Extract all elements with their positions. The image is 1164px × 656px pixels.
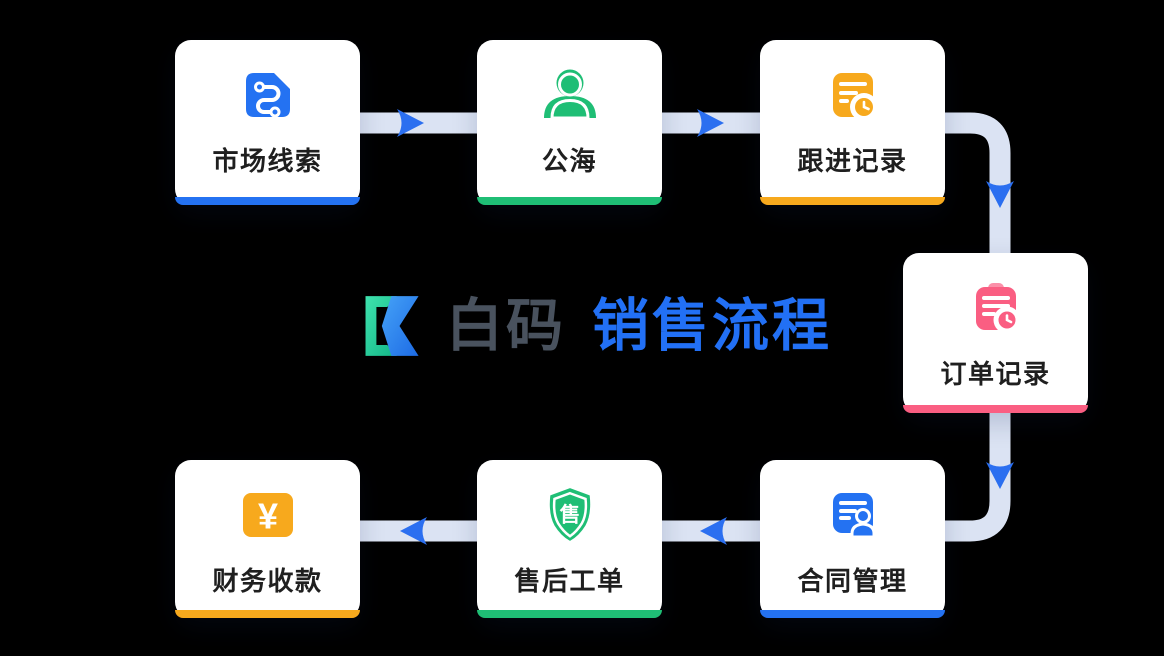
node-contract-mgmt[interactable]: 合同管理 <box>760 460 945 618</box>
accent-strip <box>175 197 360 205</box>
node-after-sales[interactable]: 售 售后工单 <box>477 460 662 618</box>
yuan-glyph: ¥ <box>257 496 277 537</box>
logo: 白码 销售流程 <box>356 288 832 364</box>
node-label: 公海 <box>541 146 597 176</box>
arrow-down-icon <box>986 462 1014 489</box>
accent-strip <box>175 610 360 618</box>
accent-strip <box>477 197 662 205</box>
logo-bracket-shape <box>365 296 397 356</box>
node-label: 财务收款 <box>212 566 323 596</box>
arrow-right-icon <box>397 109 424 137</box>
accent-strip <box>760 610 945 618</box>
brand-name: 白码 <box>446 293 566 358</box>
node-label: 市场线索 <box>212 146 323 176</box>
node-market-leads[interactable]: 市场线索 <box>175 40 360 205</box>
node-finance[interactable]: ¥ 财务收款 <box>175 460 360 618</box>
node-label: 售后工单 <box>514 566 625 596</box>
accent-strip <box>760 197 945 205</box>
arrowheads <box>397 109 1014 545</box>
shield-char: 售 <box>559 503 580 527</box>
arrow-down-icon <box>986 181 1014 208</box>
arrow-left-icon <box>700 517 727 545</box>
clipboard-clock-icon <box>968 279 1024 337</box>
route-file-icon <box>240 66 296 124</box>
yuan-icon: ¥ <box>240 486 296 544</box>
node-label: 订单记录 <box>940 359 1051 389</box>
users-icon <box>539 66 601 124</box>
doc-clock-icon <box>825 66 881 124</box>
doc-stamp-icon <box>825 486 881 544</box>
node-order-records[interactable]: 订单记录 <box>903 253 1088 413</box>
node-label: 跟进记录 <box>797 146 908 176</box>
arrow-left-icon <box>400 517 427 545</box>
shield-icon: 售 <box>541 486 599 544</box>
node-follow-up[interactable]: 跟进记录 <box>760 40 945 205</box>
node-label: 合同管理 <box>797 566 908 596</box>
arrow-right-icon <box>697 109 724 137</box>
logo-chevron-shape <box>381 296 419 356</box>
accent-strip <box>903 405 1088 413</box>
diagram-title: 销售流程 <box>592 293 832 358</box>
baima-logo-icon <box>365 296 419 356</box>
node-public-pool[interactable]: 公海 <box>477 40 662 205</box>
accent-strip <box>477 610 662 618</box>
